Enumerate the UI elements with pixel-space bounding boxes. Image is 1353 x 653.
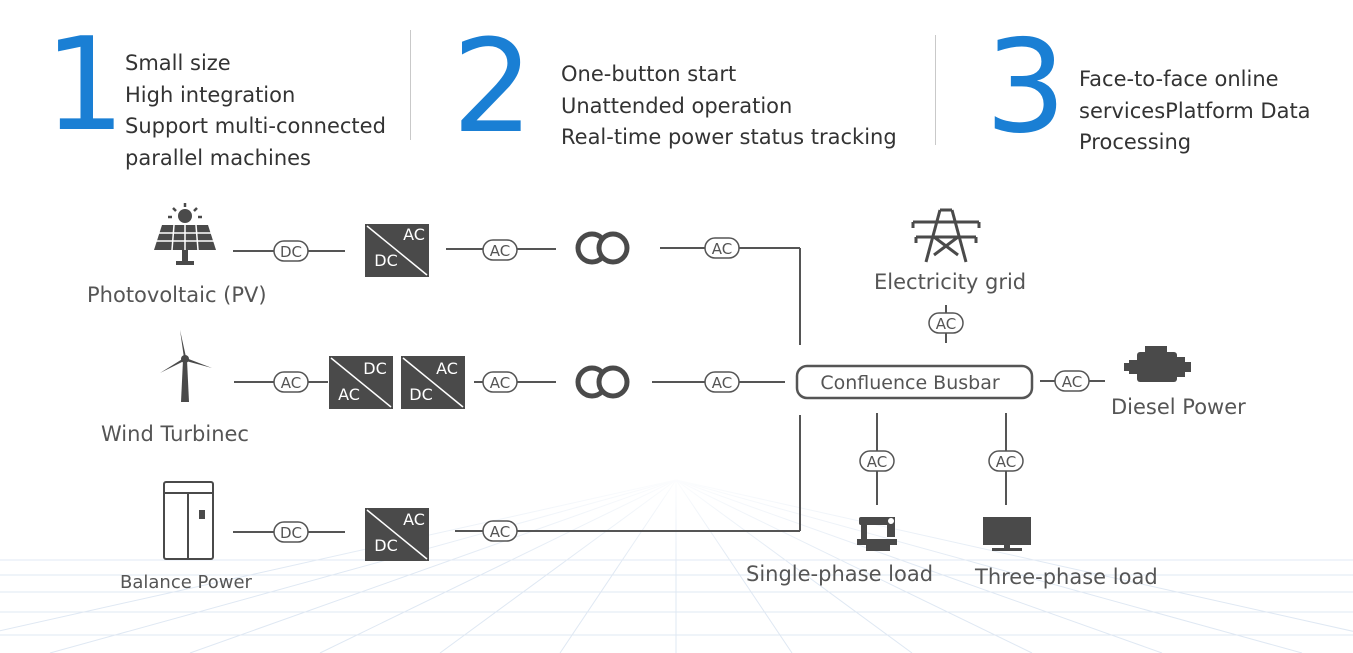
feature-1-text: Small size High integration Support mult… [125, 48, 386, 174]
converter-tag: DC [363, 359, 387, 378]
feature-2-line: Real-time power status tracking [561, 125, 897, 149]
tag-label: AC [712, 240, 732, 258]
ac-tag: AC [1054, 370, 1090, 392]
pv-label: Photovoltaic (PV) [87, 283, 267, 307]
transformer-icon [575, 365, 630, 399]
confluence-busbar: Confluence Busbar [795, 364, 1034, 400]
feature-3-number: 3 [985, 13, 1067, 162]
feature-2-number: 2 [452, 13, 534, 162]
tag-label: AC [867, 453, 887, 471]
ac-dc-converter-icon: AC DC [365, 508, 429, 561]
separator [935, 35, 936, 145]
converter-tag: AC [403, 225, 425, 244]
converter-tag: DC [374, 251, 398, 270]
dc-ac-converter-icon: DC AC [329, 356, 393, 409]
converter-tag: AC [436, 359, 458, 378]
ac-tag: AC [273, 371, 309, 393]
ac-tag: AC [988, 450, 1024, 472]
wind-label: Wind Turbinec [101, 422, 249, 446]
ac-tag: AC [704, 371, 740, 393]
feature-3-line: Processing [1079, 130, 1192, 154]
converter-tag: AC [338, 385, 360, 404]
ac-tag: AC [482, 520, 518, 542]
diesel-label: Diesel Power [1111, 395, 1246, 419]
dc-tag: DC [273, 521, 309, 543]
transmission-tower-icon [911, 208, 981, 263]
tag-label: AC [1062, 373, 1082, 391]
cabinet-icon [163, 481, 214, 560]
converter-tag: DC [374, 536, 398, 555]
ac-dc-converter-icon: AC DC [401, 356, 465, 409]
ac-tag: AC [859, 450, 895, 472]
busbar-label: Confluence Busbar [820, 372, 1000, 394]
ac-tag: AC [482, 371, 518, 393]
feature-3-line: Face-to-face online [1079, 67, 1279, 91]
dc-tag: DC [273, 240, 309, 262]
feature-1-line: High integration [125, 82, 296, 107]
feature-2-line: One-button start [561, 62, 737, 86]
transformer-icon [575, 231, 630, 265]
tag-label: AC [996, 453, 1016, 471]
three-phase-label: Three-phase load [975, 565, 1158, 589]
tag-label: AC [712, 374, 732, 392]
feature-3-text: Face-to-face online servicesPlatform Dat… [1079, 64, 1311, 159]
feature-3-line: servicesPlatform Data [1079, 98, 1311, 123]
engine-icon [1124, 346, 1191, 382]
sewing-machine-icon [857, 517, 897, 551]
ac-dc-converter-icon: AC DC [365, 224, 429, 277]
tag-label: DC [280, 243, 302, 261]
feature-1-line: Support multi-connected [125, 114, 386, 138]
ac-tag: AC [704, 237, 740, 259]
converter-tag: DC [409, 385, 433, 404]
tag-label: AC [936, 315, 956, 333]
monitor-icon [983, 517, 1031, 551]
grid-label: Electricity grid [874, 270, 1027, 294]
feature-2-text: One-button start Unattended operation Re… [561, 59, 897, 154]
converter-tag: AC [403, 510, 425, 529]
tag-label: AC [490, 242, 510, 260]
wind-turbine-icon [160, 330, 212, 402]
single-phase-label: Single-phase load [746, 562, 934, 586]
feature-1-line: parallel machines [125, 145, 311, 170]
feature-1-line: Small size [125, 51, 231, 75]
separator [410, 30, 411, 140]
feature-2-line: Unattended operation [561, 93, 793, 118]
tag-label: AC [281, 374, 301, 392]
ac-tag: AC [928, 312, 964, 334]
tag-label: AC [490, 374, 510, 392]
solar-panel-icon [154, 203, 216, 265]
balance-power-label: Balance Power [120, 572, 252, 593]
ac-tag: AC [482, 239, 518, 261]
feature-1-number: 1 [44, 11, 126, 160]
tag-label: DC [280, 524, 302, 542]
tag-label: AC [490, 523, 510, 541]
